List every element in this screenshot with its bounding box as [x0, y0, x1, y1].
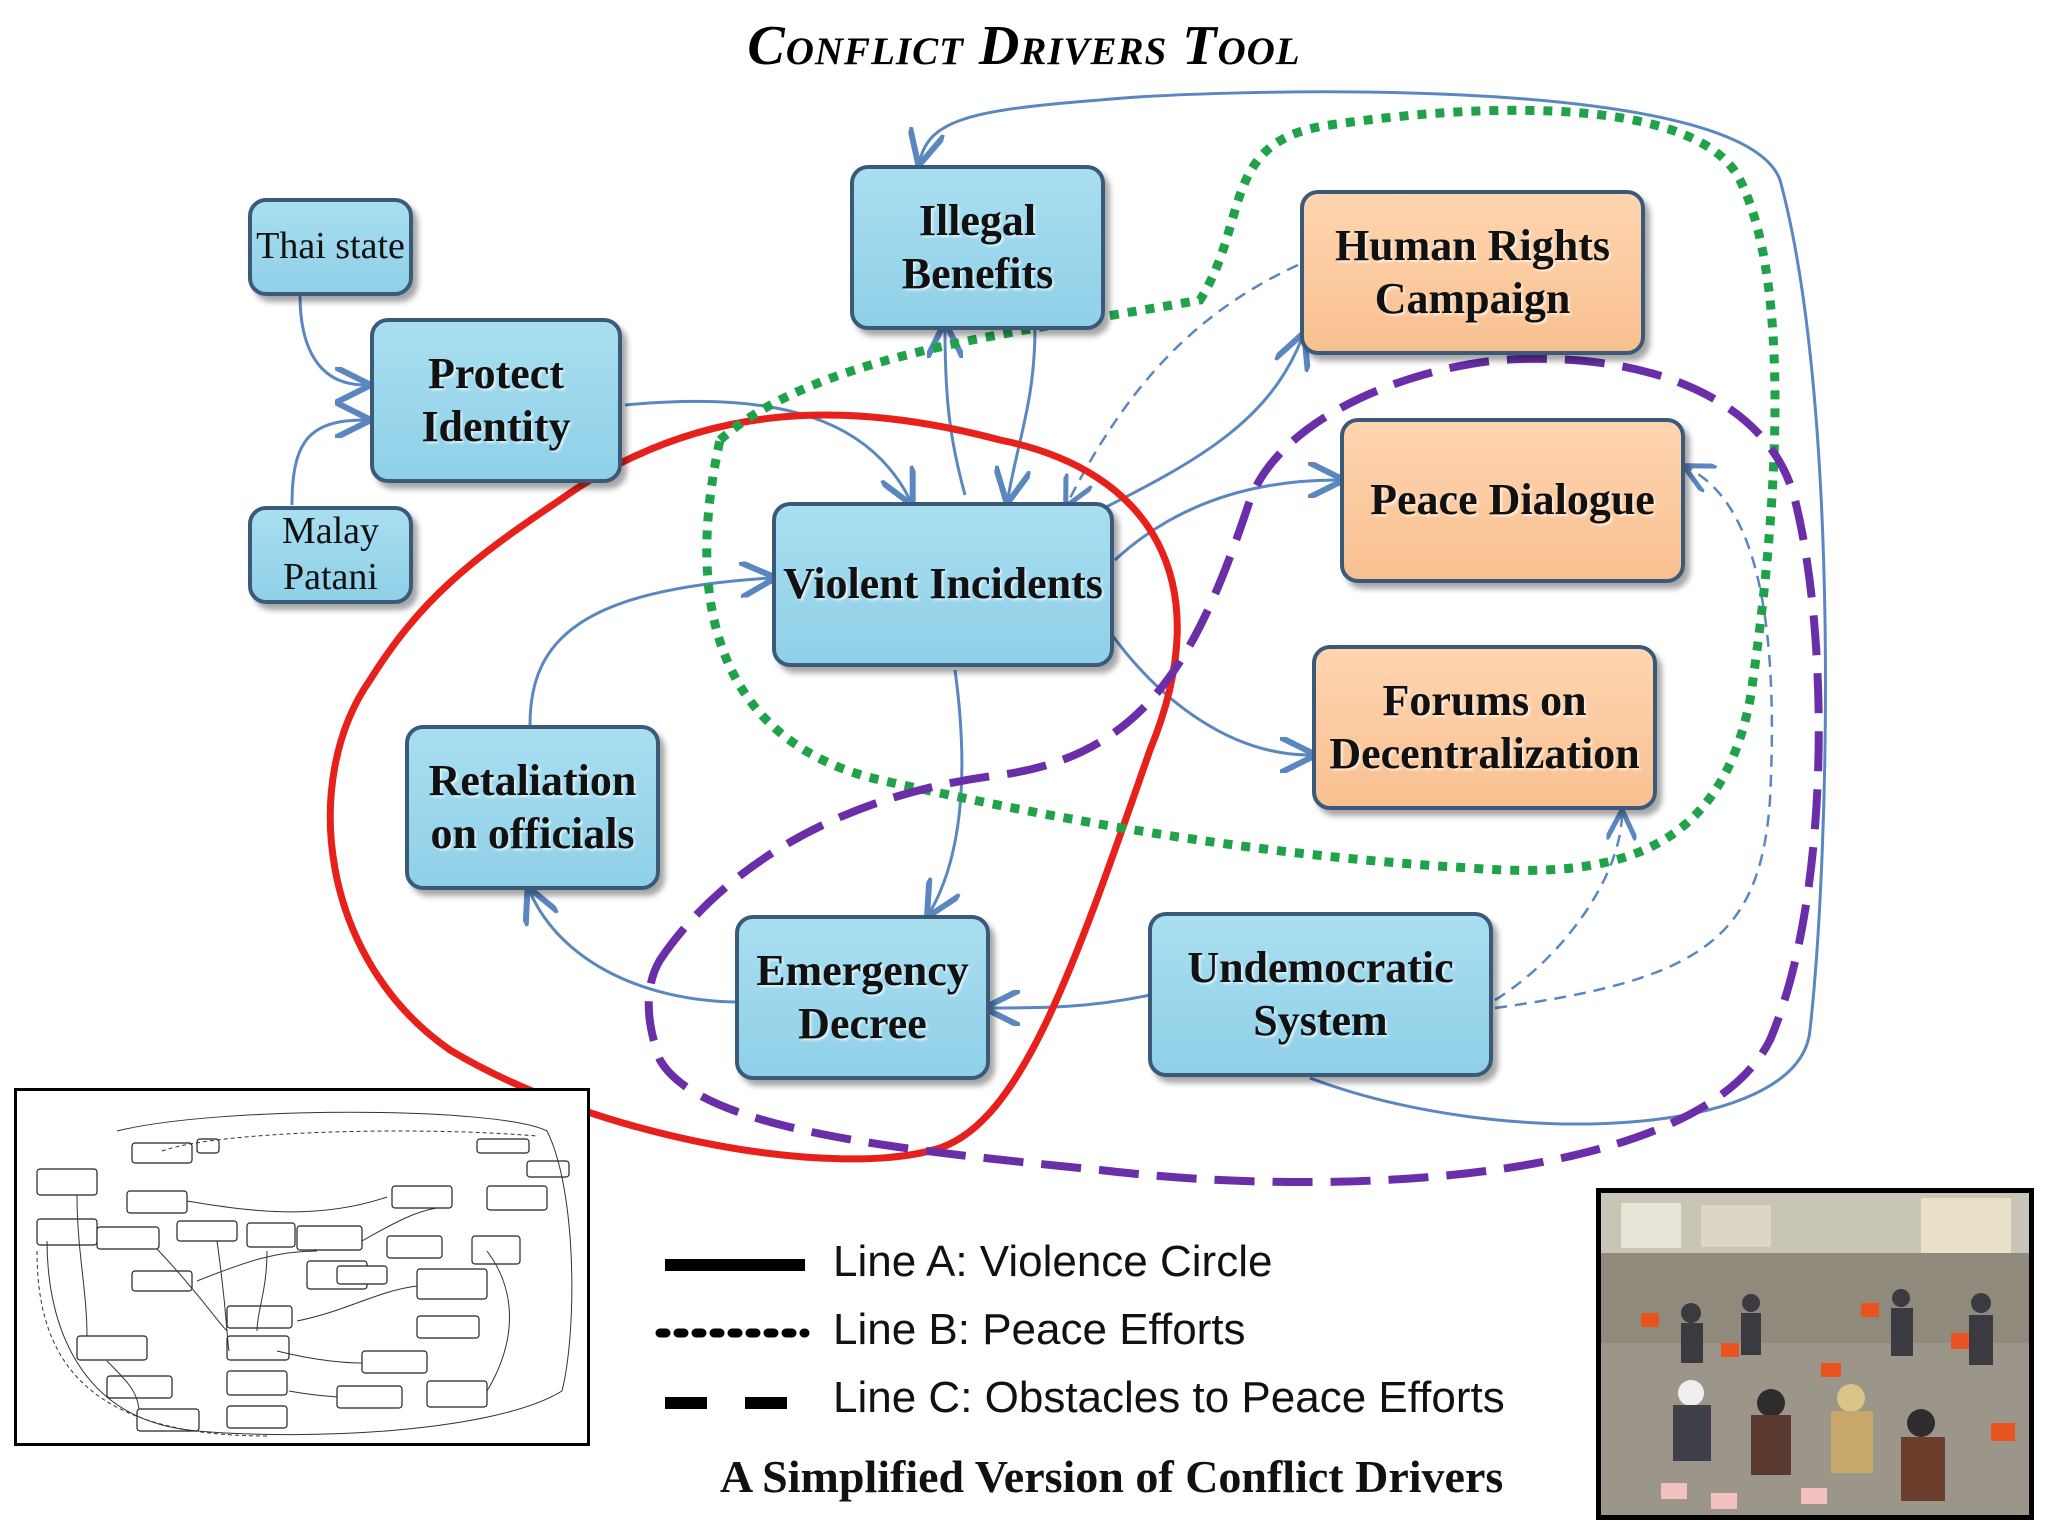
legend-label-line-c: Line C: Obstacles to Peace Efforts — [833, 1373, 1505, 1422]
workshop-photo-graphic — [1601, 1193, 2029, 1515]
arrow-illegal-benefits-to-violent-incidents — [1008, 327, 1037, 498]
node-violent-incidents: Violent Incidents — [772, 502, 1114, 667]
full-diagram-thumbnail — [14, 1088, 590, 1446]
arrow-retaliation-to-violent-incidents — [528, 578, 770, 726]
arrow-malay-patani-to-protect-identity — [290, 420, 365, 506]
legend-label-line-a: Line A: Violence Circle — [833, 1237, 1273, 1286]
node-retaliation: Retaliation on officials — [405, 725, 660, 890]
node-human-rights-campaign: Human Rights Campaign — [1300, 190, 1645, 355]
arrow-violent-incidents-to-human-rights — [1099, 338, 1302, 512]
legend-line-c: Line C: Obstacles to Peace Efforts — [833, 1373, 1505, 1423]
diagram-title: Conflict Drivers Tool — [747, 15, 1301, 77]
arrow-violent-incidents-to-peace-dialogue — [1113, 480, 1338, 562]
legend-line-a: Line A: Violence Circle — [833, 1237, 1272, 1287]
node-peace-dialogue: Peace Dialogue — [1340, 418, 1685, 583]
dashed-connector-arrows — [1068, 263, 1774, 1010]
line-a-violence-circle — [326, 411, 1181, 1163]
arrow-undemocratic-to-emergency-decree — [990, 995, 1151, 1008]
dashed-arrow-undemocratic-to-forums — [1494, 815, 1622, 1002]
arrow-emergency-decree-to-retaliation — [530, 892, 736, 1004]
workshop-photo — [1596, 1188, 2034, 1520]
line-c-obstacles — [644, 354, 1823, 1187]
arrow-thai-state-to-protect-identity — [298, 294, 365, 385]
arrow-violent-incidents-to-emergency-decree — [930, 669, 964, 912]
node-thai-state: Thai state — [248, 198, 413, 296]
node-forums-decentralization: Forums on Decentralization — [1312, 645, 1657, 810]
arrow-undemocratic-to-illegal-benefits — [920, 90, 1827, 1126]
node-malay-patani: Malay Patani — [248, 506, 413, 604]
legend-line-b: Line B: Peace Efforts — [833, 1305, 1246, 1355]
node-undemocratic-system: Undemocratic System — [1148, 912, 1493, 1077]
legend-label-line-b: Line B: Peace Efforts — [833, 1305, 1246, 1354]
arrow-violent-incidents-to-forums — [1110, 634, 1310, 755]
dashed-arrow-undemocratic-to-peace-dialogue — [1494, 468, 1774, 1010]
diagram-caption: A Simplified Version of Conflict Drivers — [720, 1451, 1504, 1502]
full-diagram-thumbnail-graphic — [36, 1111, 573, 1437]
arrow-violent-incidents-to-illegal-benefits — [945, 328, 967, 496]
dashed-arrow-human-rights-to-violent-incidents — [1068, 263, 1299, 502]
node-protect-identity: Protect Identity — [370, 318, 622, 483]
node-illegal-benefits: Illegal Benefits — [850, 165, 1105, 330]
node-emergency-decree: Emergency Decree — [735, 915, 990, 1080]
